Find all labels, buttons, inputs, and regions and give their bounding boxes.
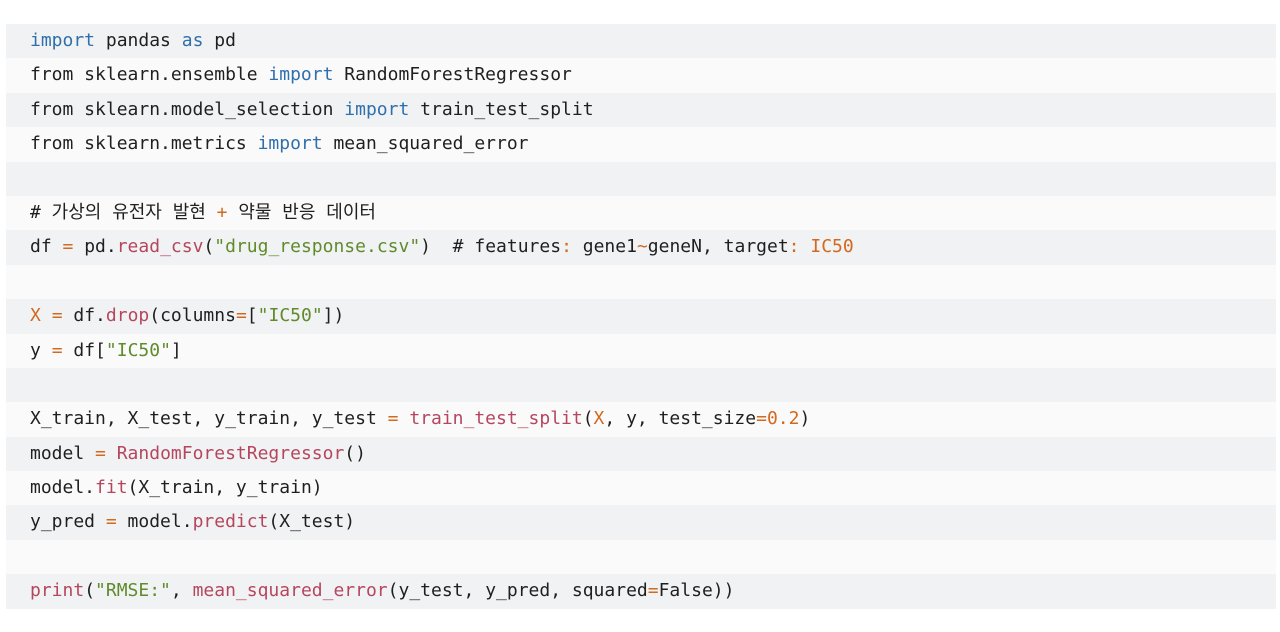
code-token: , y, test_size (604, 408, 757, 430)
code-token: IC50 (810, 236, 854, 258)
code-token: "IC50" (105, 339, 171, 361)
code-line: from sklearn.metrics import mean_squared… (6, 127, 1276, 162)
code-token: = (51, 339, 63, 361)
code-token: : (788, 236, 800, 258)
code-token: mean_squared_error (322, 133, 529, 155)
code-token: pd. (73, 236, 117, 258)
code-token: df[ (62, 339, 106, 361)
code-token (398, 408, 409, 429)
code-token: = (62, 236, 74, 258)
code-token: ( (203, 236, 215, 258)
code-token: import (344, 98, 410, 120)
code-token: RandomForestRegressor (333, 64, 572, 86)
code-token: 약물 반응 데이터 (227, 201, 376, 223)
code-token: from sklearn.model_selection (30, 98, 345, 120)
code-token: drop (105, 305, 150, 327)
code-token: ( (582, 408, 594, 430)
code-token: import (268, 64, 334, 86)
code-token: df (30, 236, 63, 258)
code-token: = (105, 511, 117, 533)
code-token: , (170, 580, 193, 602)
code-token: model. (116, 511, 193, 533)
code-line (6, 539, 1276, 575)
code-token (106, 443, 117, 464)
code-token: pd (203, 30, 236, 51)
code-token: from sklearn.ensemble (30, 64, 269, 86)
code-token: fit (95, 477, 128, 499)
code-token: = (387, 408, 399, 430)
code-line: df = pd.read_csv("drug_response.csv") # … (6, 230, 1276, 265)
code-token: ~ (636, 236, 648, 258)
code-token: X (593, 408, 605, 430)
code-token: "IC50" (257, 305, 323, 327)
code-token: pandas (95, 30, 182, 51)
code-token: import (257, 133, 323, 155)
code-token: RandomForestRegressor (116, 442, 345, 464)
code-token: model. (30, 477, 96, 499)
code-token: (X_test) (268, 511, 356, 533)
code-line (6, 161, 1276, 196)
code-token: = (235, 305, 247, 327)
code-token: (columns (149, 305, 236, 327)
code-token: model (30, 442, 96, 464)
code-token (41, 305, 52, 326)
code-token: y_pred (30, 511, 106, 533)
code-token: ) # features (420, 236, 562, 258)
code-token: False)) (658, 580, 735, 602)
code-token: () (344, 442, 366, 464)
code-line: model.fit(X_train, y_train) (6, 471, 1276, 506)
code-token: ( (84, 580, 96, 602)
code-token: [ (246, 305, 258, 327)
code-token: = (95, 442, 106, 464)
code-token: y (30, 339, 52, 361)
code-token: ]) (322, 305, 345, 327)
code-line: import pandas as pd (6, 24, 1276, 59)
code-token: train_test_split (409, 408, 583, 430)
code-token: X_train, X_test, y_train, y_test (30, 408, 388, 430)
code-line: from sklearn.model_selection import trai… (6, 92, 1276, 128)
code-token (800, 236, 811, 257)
code-token: read_csv (116, 236, 204, 258)
code-token: # 가상의 유전자 발현 (30, 201, 217, 223)
code-line: # 가상의 유전자 발현 + 약물 반응 데이터 (6, 195, 1276, 231)
code-token: ) (799, 408, 811, 430)
code-token: predict (192, 511, 269, 533)
code-token: print (30, 580, 85, 602)
code-token: import (30, 30, 96, 51)
code-line: model = RandomForestRegressor() (6, 436, 1276, 472)
code-token: = (647, 580, 659, 602)
code-token: + (216, 201, 228, 223)
code-line (6, 264, 1276, 300)
code-line: print("RMSE:", mean_squared_error(y_test… (6, 574, 1276, 609)
code-token: = (51, 305, 63, 327)
code-token: df. (62, 305, 106, 327)
code-line: X = df.drop(columns=["IC50"]) (6, 299, 1276, 334)
code-token: "RMSE:" (95, 580, 171, 602)
code-token: train_test_split (409, 98, 594, 120)
code-line: y_pred = model.predict(X_test) (6, 505, 1276, 540)
code-token: (y_test, y_pred, squared (387, 580, 648, 602)
code-token: "drug_response.csv" (214, 236, 421, 258)
code-token: : (561, 236, 572, 258)
code-line: from sklearn.ensemble import RandomFores… (6, 58, 1276, 93)
code-token: X (30, 305, 41, 327)
code-token: mean_squared_error (192, 580, 388, 602)
code-token: as (181, 30, 204, 51)
code-token: geneN, target (647, 236, 789, 258)
code-line (6, 367, 1276, 403)
code-token: ] (170, 339, 182, 361)
code-line: y = df["IC50"] (6, 333, 1276, 368)
code-line: X_train, X_test, y_train, y_test = train… (6, 402, 1276, 437)
code-token: (X_train, y_train) (127, 477, 323, 499)
code-token: gene1 (571, 236, 637, 258)
code-token: = (756, 408, 767, 430)
code-token: 0.2 (766, 408, 800, 430)
code-token: from sklearn.metrics (30, 133, 258, 155)
